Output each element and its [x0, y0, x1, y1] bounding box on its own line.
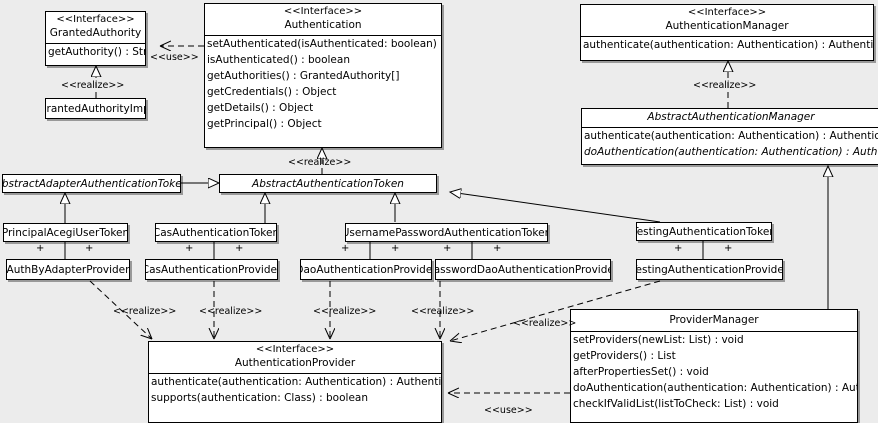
assoc-multiplicity-plus: +	[341, 243, 350, 254]
operation-row: getAuthorities() : GrantedAuthority[]	[207, 70, 400, 83]
class-name-label: TestingAuthenticationToken	[636, 225, 772, 238]
operation-row: doAuthentication(authentication: Authent…	[573, 382, 857, 395]
class-name-label: AuthenticationManager	[665, 19, 789, 32]
class-authentication-header: <<Interface>> Authentication	[205, 4, 441, 35]
class-username-password-authentication-token[interactable]: UsernamePasswordAuthenticationToken	[345, 223, 548, 242]
class-dao-authentication-provider[interactable]: DaoAuthenticationProvider	[300, 259, 432, 280]
assoc-multiplicity-plus: +	[85, 243, 94, 254]
class-authentication-manager-header: <<Interface>> AuthenticationManager	[581, 5, 873, 36]
assoc-multiplicity-plus: +	[36, 243, 45, 254]
class-name-label: AbstractAuthenticationToken	[252, 177, 404, 190]
class-name-label: CasAuthenticationToken	[155, 226, 277, 239]
class-name-label: CasAuthenticationProvider	[145, 263, 278, 276]
class-name-label: AbstractAdapterAuthenticationToken	[2, 177, 181, 190]
class-name-label: PrincipalAcegiUserToken	[3, 226, 128, 239]
assoc-multiplicity-plus: +	[185, 243, 194, 254]
operation-row: checkIfValidList(listToCheck: List) : vo…	[573, 398, 779, 411]
class-name-label: DaoAuthenticationProvider	[300, 263, 432, 276]
edge-label-use-providermanager: <<use>>	[484, 405, 533, 416]
edge-label-realize-abstractauthenticationmanager: <<realize>>	[693, 80, 757, 91]
edge-label-use-authentication-grantedauthority: <<use>>	[150, 52, 199, 63]
class-name-label: ProviderManager	[669, 314, 759, 326]
class-name-label: UsernamePasswordAuthenticationToken	[345, 226, 548, 239]
class-provider-manager-header: ProviderManager	[571, 310, 857, 331]
class-name-label: GrantedAuthority	[49, 26, 142, 39]
stereotype-label: <<Interface>>	[687, 7, 767, 18]
class-testing-authentication-provider[interactable]: TestingAuthenticationProvider	[636, 259, 783, 280]
class-authentication-manager-operations: authenticate(authentication: Authenticat…	[581, 36, 873, 53]
class-authentication-operations: setAuthenticated(isAuthenticated: boolea…	[205, 35, 441, 132]
operation-row: getDetails() : Object	[207, 102, 314, 115]
class-provider-manager[interactable]: ProviderManager setProviders(newList: Li…	[570, 309, 858, 423]
edge-realize-authbyadapterprovider	[89, 280, 152, 339]
edge-label-realize-testingauthenticationprovider: <<realize>>	[513, 318, 577, 329]
operation-row: supports(authentication: Class) : boolea…	[151, 392, 368, 405]
stereotype-label: <<Interface>>	[255, 344, 335, 355]
stereotype-label: <<Interface>>	[56, 14, 135, 25]
class-abstract-authentication-manager-header: AbstractAuthenticationManager	[582, 109, 878, 127]
operation-row: authenticate(authentication: Authenticat…	[583, 39, 874, 52]
class-testing-authentication-token[interactable]: TestingAuthenticationToken	[636, 222, 772, 241]
edge-realize-testingauthenticationprovider	[450, 280, 661, 341]
edge-label-realize-casauthenticationprovider: <<realize>>	[199, 306, 263, 317]
operation-row: getCredentials() : Object	[207, 86, 337, 99]
class-abstract-authentication-token[interactable]: AbstractAuthenticationToken	[219, 174, 437, 193]
operation-row: setProviders(newList: List) : void	[573, 334, 744, 347]
class-name-label: AbstractAuthenticationManager	[647, 111, 815, 123]
operation-row: authenticate(authentication: Authenticat…	[151, 376, 442, 389]
class-granted-authority-impl[interactable]: GrantedAuthorityImpl	[45, 98, 146, 119]
assoc-multiplicity-plus: +	[493, 243, 502, 254]
class-authentication-provider[interactable]: <<Interface>> AuthenticationProvider aut…	[148, 341, 442, 423]
edge-label-realize-daoauthenticationprovider: <<realize>>	[313, 306, 377, 317]
class-cas-authentication-token[interactable]: CasAuthenticationToken	[155, 223, 277, 242]
assoc-multiplicity-plus: +	[235, 243, 244, 254]
class-name-label: Authentication	[284, 18, 362, 31]
class-cas-authentication-provider[interactable]: CasAuthenticationProvider	[145, 259, 278, 280]
stereotype-label: <<Interface>>	[283, 6, 363, 17]
class-name-label: AuthenticationProvider	[234, 356, 356, 369]
edge-label-realize-passworddaoauthenticationprovider: <<realize>>	[411, 306, 475, 317]
edge-generalize-testingauthenticationtoken	[450, 192, 661, 223]
edge-label-realize-grantedauthorityimpl: <<realize>>	[61, 80, 125, 91]
class-principal-acegi-user-token[interactable]: PrincipalAcegiUserToken	[3, 223, 128, 242]
class-password-dao-authentication-provider[interactable]: PasswordDaoAuthenticationProvider	[435, 259, 611, 280]
class-abstract-authentication-manager-operations: authenticate(authentication: Authenticat…	[582, 127, 878, 160]
edge-label-realize-authbyadapterprovider: <<realize>>	[113, 306, 177, 317]
assoc-multiplicity-plus: +	[443, 243, 452, 254]
class-name-label: PasswordDaoAuthenticationProvider	[435, 263, 611, 276]
operation-row: getAuthority() : String	[48, 46, 146, 59]
assoc-multiplicity-plus: +	[391, 243, 400, 254]
operation-row: setAuthenticated(isAuthenticated: boolea…	[207, 38, 441, 51]
operation-row: authenticate(authentication: Authenticat…	[584, 130, 878, 143]
class-auth-by-adapter-provider[interactable]: AuthByAdapterProvider	[6, 259, 130, 280]
class-granted-authority[interactable]: <<Interface>> GrantedAuthority getAuthor…	[45, 11, 146, 66]
operation-row-abstract: doAuthentication(authentication: Authent…	[584, 146, 878, 159]
class-authentication-provider-operations: authenticate(authentication: Authenticat…	[149, 373, 441, 406]
operation-row: afterPropertiesSet() : void	[573, 366, 709, 379]
operation-row: getProviders() : List	[573, 350, 676, 363]
class-authentication-provider-header: <<Interface>> AuthenticationProvider	[149, 342, 441, 373]
class-name-label: GrantedAuthorityImpl	[46, 102, 145, 115]
class-abstract-adapter-authentication-token[interactable]: AbstractAdapterAuthenticationToken	[2, 174, 181, 193]
assoc-multiplicity-plus: +	[724, 243, 733, 254]
class-provider-manager-operations: setProviders(newList: List) : void getPr…	[571, 331, 857, 412]
operation-row: isAuthenticated() : boolean	[207, 54, 350, 67]
class-granted-authority-header: <<Interface>> GrantedAuthority	[46, 12, 145, 43]
class-granted-authority-operations: getAuthority() : String	[46, 43, 145, 60]
class-authentication[interactable]: <<Interface>> Authentication setAuthenti…	[204, 3, 442, 148]
class-authentication-manager[interactable]: <<Interface>> AuthenticationManager auth…	[580, 4, 874, 61]
class-abstract-authentication-manager[interactable]: AbstractAuthenticationManager authentica…	[581, 108, 878, 165]
edge-label-realize-abstractauthenticationtoken: <<realize>>	[288, 157, 352, 168]
class-name-label: TestingAuthenticationProvider	[636, 263, 783, 276]
class-name-label: AuthByAdapterProvider	[6, 263, 130, 276]
assoc-multiplicity-plus: +	[674, 243, 683, 254]
operation-row: getPrincipal() : Object	[207, 118, 322, 131]
